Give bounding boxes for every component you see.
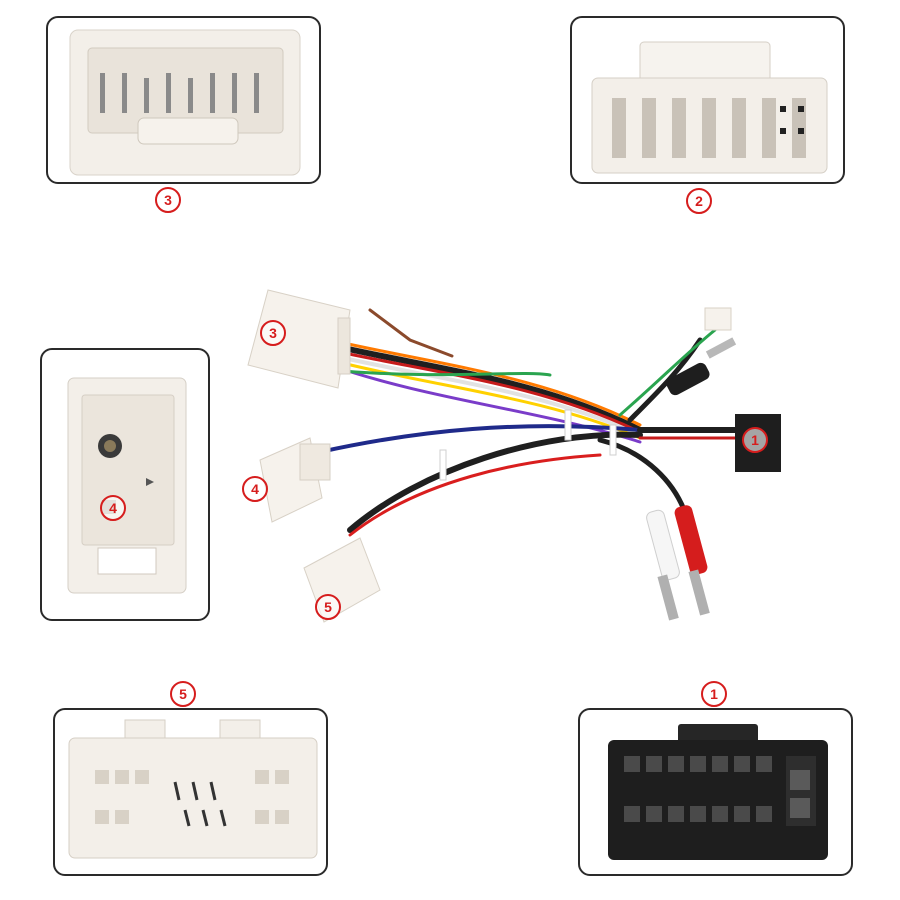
- connector-3-photo-panel: [46, 16, 321, 184]
- label-badge-4-on-part: 4: [100, 495, 126, 521]
- connector-5-illustration: [68, 719, 318, 859]
- harness-badge-1: 1: [742, 427, 768, 453]
- connector-1-photo-panel: [578, 708, 853, 876]
- harness-badge-5: 5: [315, 594, 341, 620]
- label-badge-3-top: 3: [155, 187, 181, 213]
- label-badge-1-above: 1: [701, 681, 727, 707]
- connector-3-illustration: [69, 29, 301, 176]
- connector-2-illustration: [591, 41, 828, 174]
- label-badge-2-top: 2: [686, 188, 712, 214]
- wiring-harness-illustration: [247, 289, 781, 623]
- connector-4-photo-panel: 4: [40, 348, 210, 621]
- label-badge-5-above: 5: [170, 681, 196, 707]
- connector-1-illustration: [608, 724, 828, 860]
- connector-2-photo-panel: [570, 16, 845, 184]
- harness-badge-3: 3: [260, 320, 286, 346]
- harness-badge-4: 4: [242, 476, 268, 502]
- connector-4-illustration: [67, 377, 187, 594]
- connector-5-photo-panel: [53, 708, 328, 876]
- wiring-harness: 3 4 5 1: [220, 270, 790, 660]
